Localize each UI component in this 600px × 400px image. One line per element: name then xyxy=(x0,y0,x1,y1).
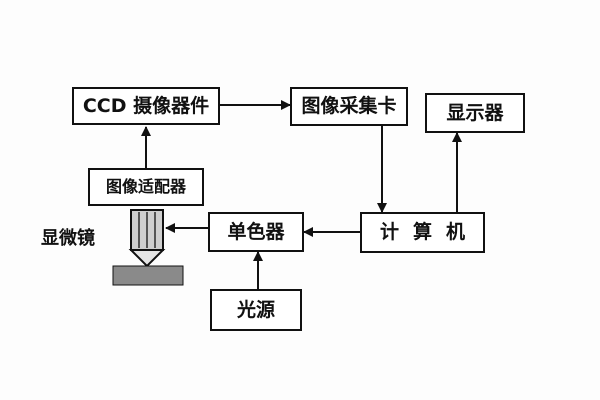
microscope-icon xyxy=(128,209,166,268)
computer-box: 计算机 xyxy=(360,212,485,253)
microscope-label: 显微镜 xyxy=(41,228,95,249)
adapter-box: 图像适配器 xyxy=(88,168,204,206)
display-label: 显示器 xyxy=(446,101,504,124)
display-box: 显示器 xyxy=(425,93,525,133)
specimen-stage xyxy=(112,265,184,286)
light-source-label: 光源 xyxy=(236,298,275,321)
monochromator-box: 单色器 xyxy=(208,212,304,252)
ccd-label: CCD 摄像器件 xyxy=(82,94,210,117)
ccd-box: CCD 摄像器件 xyxy=(72,87,220,125)
adapter-label: 图像适配器 xyxy=(105,177,186,196)
capture-card-box: 图像采集卡 xyxy=(290,87,408,126)
light-source-box: 光源 xyxy=(210,289,302,331)
capture-card-label: 图像采集卡 xyxy=(301,95,397,117)
monochromator-label: 单色器 xyxy=(227,220,285,243)
computer-label: 计算机 xyxy=(379,221,479,243)
